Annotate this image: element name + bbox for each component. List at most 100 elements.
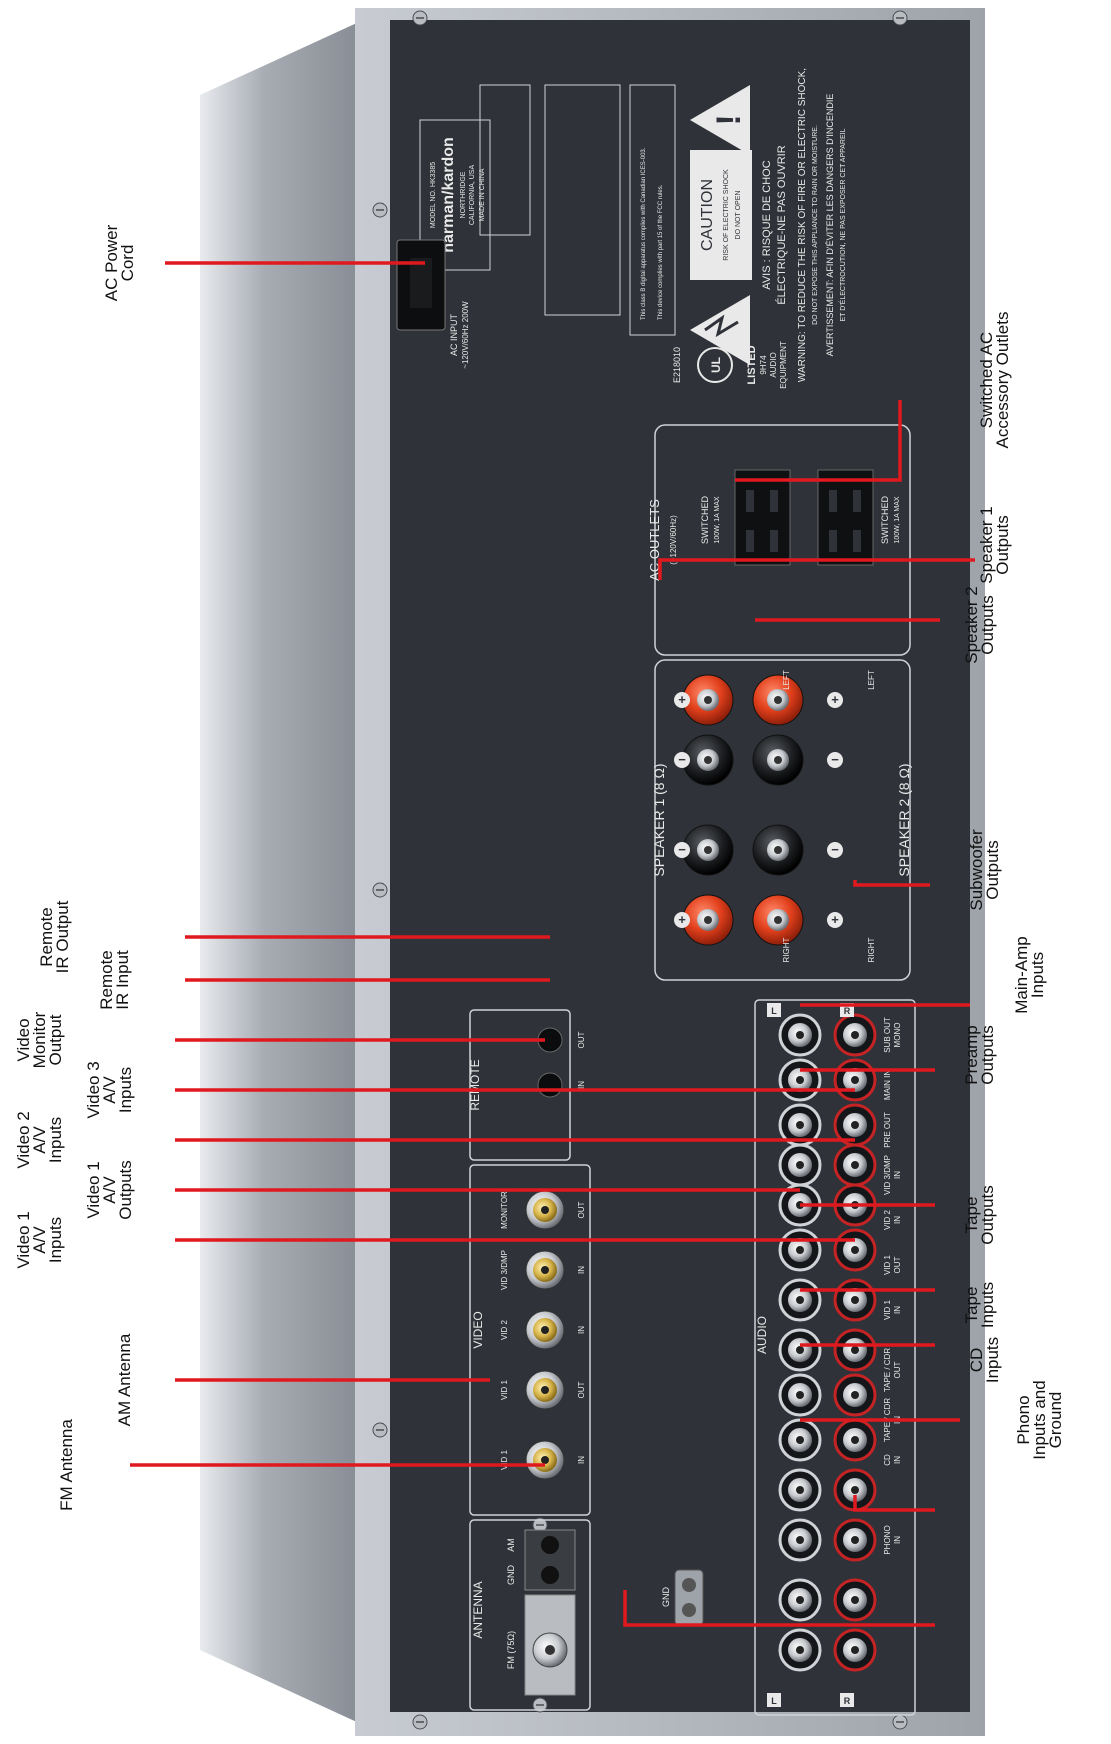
video-rca-jack xyxy=(525,1310,565,1350)
serial-label xyxy=(544,84,621,316)
model-label: MODEL NO. HK3385 harman/kardon NORTHRIDG… xyxy=(419,119,491,271)
audio-jack-label: PHONO xyxy=(883,1525,892,1554)
audio-jack-label: VID 2 xyxy=(883,1209,892,1230)
video-rca-jack xyxy=(525,1250,565,1290)
audio-jack-right xyxy=(833,1418,877,1462)
callout-line xyxy=(658,558,975,580)
callout-text: Main-Amp xyxy=(1012,936,1031,1013)
channel-badge: L xyxy=(767,1693,781,1707)
antenna-panel: ANTENNA AM GND FM (75Ω) xyxy=(469,1519,591,1711)
callout-text: Outputs xyxy=(978,595,997,655)
callout-text: Inputs xyxy=(46,1217,65,1263)
callout-text: AM Antenna xyxy=(115,1333,134,1426)
screw-icon xyxy=(532,1697,548,1713)
screw-icon xyxy=(892,1714,908,1730)
callout-text: Video xyxy=(14,1018,33,1061)
polarity-mark: + xyxy=(674,912,690,928)
callout-line xyxy=(623,1590,935,1627)
ac-outlets-panel: AC OUTLETS (~120V/60Hz) SWITCHED 100W, 1… xyxy=(647,424,911,656)
polarity-sign: + xyxy=(831,692,839,707)
audio-jack-label: TAPE / CDR xyxy=(883,1348,892,1393)
speaker-post-negative xyxy=(682,824,734,876)
audio-jack-left xyxy=(778,1373,822,1417)
svg-text:MADE IN CHINA: MADE IN CHINA xyxy=(479,168,486,221)
audio-jack-label: PRE OUT xyxy=(883,1112,892,1148)
svg-text:AUDIO: AUDIO xyxy=(769,352,778,377)
fcc-text: This device complies with part 15 of the… xyxy=(658,184,664,320)
polarity-mark: + xyxy=(827,692,843,708)
speaker-post-negative xyxy=(752,824,804,876)
audio-jack-label: CD xyxy=(883,1454,892,1466)
audio-jack-sublabel: OUT xyxy=(893,1361,902,1378)
callout-text: AC Power xyxy=(102,224,121,301)
audio-jack-left xyxy=(778,1103,822,1147)
speaker-post-positive xyxy=(752,674,804,726)
polarity-mark: − xyxy=(827,842,843,858)
screw-icon xyxy=(412,1714,428,1730)
svg-text:L: L xyxy=(771,1006,777,1016)
video-jack-sublabel: IN xyxy=(577,1456,586,1464)
svg-text:LISTED: LISTED xyxy=(746,345,758,384)
audio-jack-sublabel: IN xyxy=(893,1171,902,1179)
screw-icon xyxy=(372,1422,388,1438)
audio-jack-sublabel: MONO xyxy=(893,1023,902,1048)
audio-jack-left xyxy=(778,1578,822,1622)
speaker-post-negative xyxy=(752,734,804,786)
callout-text: Ground xyxy=(1046,1392,1065,1449)
audio-jack-sublabel: IN xyxy=(893,1456,902,1464)
audio-jack-right xyxy=(833,1578,877,1622)
outlet-1 xyxy=(734,469,791,566)
ac-input-socket: AC INPUT ~120V/60Hz 200W xyxy=(396,239,470,369)
audio-jack-right xyxy=(833,1373,877,1417)
svg-text:~120V/60Hz 200W: ~120V/60Hz 200W xyxy=(461,301,470,369)
callout-text: Outputs xyxy=(116,1160,135,1220)
video-rca-jack xyxy=(525,1190,565,1230)
svg-text:IN: IN xyxy=(577,1081,586,1089)
callout-text: FM Antenna xyxy=(57,1419,76,1511)
svg-text:ÉLECTRIQUE-NE PAS OUVRIR: ÉLECTRIQUE-NE PAS OUVRIR xyxy=(775,145,788,304)
caution-box xyxy=(690,150,752,280)
warning-triangle-icon xyxy=(690,85,750,155)
polarity-sign: − xyxy=(678,842,686,857)
chassis-side xyxy=(200,10,385,1735)
callout-text: IR Output xyxy=(53,900,72,973)
audio-jack-right xyxy=(833,1103,877,1147)
ul-icon xyxy=(697,347,733,383)
svg-text:WARNING: TO REDUCE THE RISK OF: WARNING: TO REDUCE THE RISK OF FIRE OR E… xyxy=(797,68,808,382)
callout-text: A/V xyxy=(30,1126,49,1154)
audio-jack-left xyxy=(778,1328,822,1372)
svg-text:AUDIO: AUDIO xyxy=(755,1316,769,1354)
brand-name: harman/kardon xyxy=(440,137,457,253)
outlet-2 xyxy=(817,469,874,566)
callout-text: Inputs xyxy=(1028,952,1047,998)
video-jack-label: VID 1 xyxy=(500,1379,509,1400)
video-jack-label: VID 1 xyxy=(500,1449,509,1470)
screw-icon xyxy=(372,202,388,218)
video-jack-sublabel: IN xyxy=(577,1326,586,1334)
svg-text:R: R xyxy=(844,1006,851,1016)
callout-text: Speaker 2 xyxy=(962,586,981,664)
polarity-sign: + xyxy=(678,912,686,927)
svg-text:FM (75Ω): FM (75Ω) xyxy=(506,1631,516,1669)
callout-fm-antenna: FM Antenna xyxy=(57,1419,76,1511)
callout-text: Video 1 xyxy=(14,1211,33,1268)
callout-text: Outputs xyxy=(983,840,1002,900)
callout-text: Outputs xyxy=(993,515,1012,575)
polarity-sign: − xyxy=(678,752,686,767)
svg-text:SPEAKER 1 (8 Ω): SPEAKER 1 (8 Ω) xyxy=(651,763,667,876)
model-number: MODEL NO. HK3385 xyxy=(430,162,437,228)
screw-icon xyxy=(372,882,388,898)
